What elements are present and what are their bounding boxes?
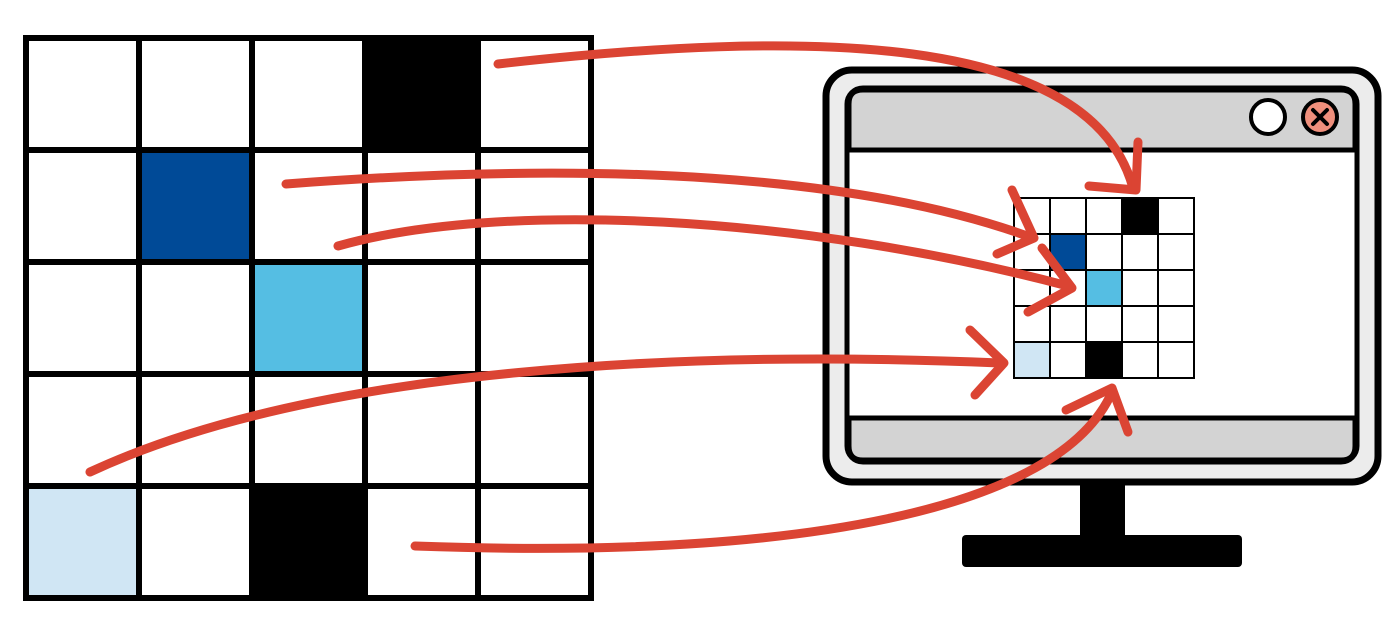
close-icon	[1301, 98, 1339, 136]
arrow-cell-r2-c2-head	[1023, 243, 1077, 317]
pixel-grid	[23, 35, 594, 601]
monitor-stand-base	[962, 535, 1242, 567]
screen-cell-r4-c2	[1086, 342, 1122, 378]
window-bottom-bar	[846, 415, 1358, 463]
arrow-cell-r4-c0-head	[965, 325, 1009, 400]
screen-cell-r4-c0	[1014, 342, 1050, 378]
arrow-cell-r4-c2-head	[1061, 383, 1133, 437]
grid-cell-r0-c3	[365, 38, 478, 150]
monitor-icon	[822, 66, 1382, 567]
arrow-cell-r4-c0	[85, 354, 1005, 477]
window-circle-icon	[1249, 98, 1287, 136]
arrow-cell-r1-c1-head	[992, 185, 1039, 259]
arrow-cell-r1-c1	[281, 168, 1035, 242]
monitor-stand-neck	[1080, 482, 1125, 540]
window-title-bar	[846, 87, 1358, 153]
grid-cell-r4-c2	[252, 486, 365, 598]
screen-cell-r2-c2	[1086, 270, 1122, 306]
arrow-cell-r0-c3-head	[1084, 137, 1143, 195]
arrow-cell-r0-c3	[493, 41, 1138, 193]
arrow-cell-r4-c2	[410, 387, 1117, 553]
grid-cell-r1-c1	[139, 150, 252, 262]
mapping-arrows	[85, 41, 1143, 553]
arrow-cell-r2-c2	[333, 215, 1073, 291]
screen-cell-r0-c3	[1122, 198, 1158, 234]
grid-cell-r4-c0	[26, 486, 139, 598]
screen-pixel-grid	[1013, 197, 1195, 379]
grid-cell-r2-c2	[252, 262, 365, 374]
